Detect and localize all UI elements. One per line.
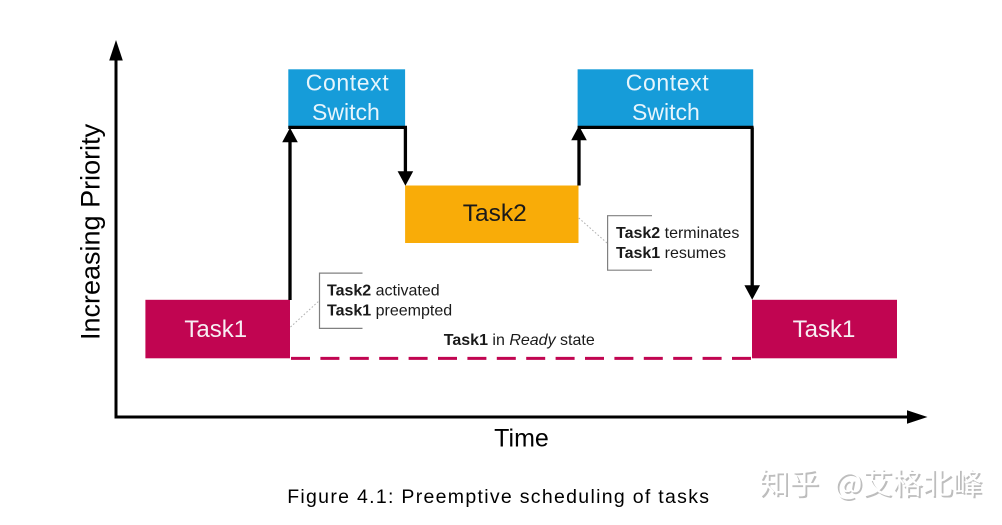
svg-text:Increasing Priority: Increasing Priority — [76, 123, 106, 340]
svg-text:Switch: Switch — [312, 99, 380, 125]
svg-text:Task1 resumes: Task1 resumes — [616, 245, 726, 262]
svg-text:Task1 in Ready state: Task1 in Ready state — [444, 332, 595, 349]
svg-text:Switch: Switch — [632, 99, 700, 125]
svg-text:Context: Context — [626, 70, 709, 96]
svg-text:Task1 preempted: Task1 preempted — [327, 302, 452, 319]
svg-text:Context: Context — [306, 70, 389, 96]
svg-text:Figure 4.1: Preemptive schedul: Figure 4.1: Preemptive scheduling of tas… — [287, 486, 710, 508]
svg-text:Time: Time — [494, 425, 549, 453]
svg-text:Task2 activated: Task2 activated — [327, 283, 440, 300]
svg-text:Task2: Task2 — [463, 200, 527, 227]
svg-text:Task2 terminates: Task2 terminates — [616, 225, 739, 242]
svg-text:Task1: Task1 — [793, 316, 856, 343]
svg-text:Task1: Task1 — [184, 316, 247, 343]
